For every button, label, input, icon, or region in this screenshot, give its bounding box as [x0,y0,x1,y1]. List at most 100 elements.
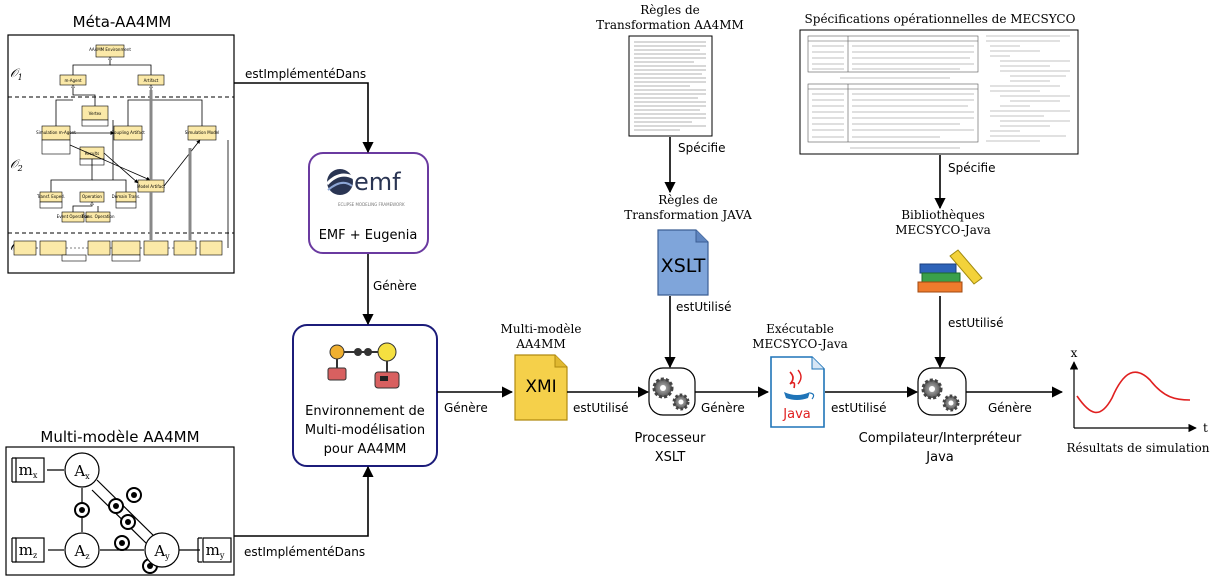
edge-label-xmi-to-proc: estUtilisé [573,401,628,415]
edge-label-emf-to-env: Génère [373,279,417,293]
spec-doc-code-lines [986,35,1070,142]
processor-caption-line2: XSLT [655,450,686,465]
model-mx: mx [11,457,45,483]
environment-label-line3: pour AA4MM [324,442,407,457]
xslt-icon-text: XSLT [661,255,706,277]
svg-text:m-Agent: m-Agent [64,78,82,83]
model-my: my [197,537,232,563]
rules-doc-caption-line1: Règles de [640,3,700,17]
svg-text:Operation: Operation [82,194,102,199]
edge-label-meta-to-emf: estImplémentéDans [245,67,366,81]
java-caption-line1: Exécutable [766,322,834,336]
xmi-icon-text: XMI [525,377,556,397]
svg-text:ECLIPSE MODELING FRAMEWORK: ECLIPSE MODELING FRAMEWORK [338,202,405,207]
xslt-rules: Règles de Transformation JAVA XSLT [624,193,752,296]
java-executable: Exécutable MECSYCO-Java Java [752,322,848,428]
books-icon [917,249,983,293]
xslt-processor: Processeur XSLT [635,367,707,465]
spec-doc-text-lines [812,45,974,149]
edge-label-rules-to-xslt: Spécifie [678,141,726,155]
rules-doc-caption-line2: Transformation AA4MM [596,18,744,32]
results-x-label: t [1203,421,1208,435]
mecsyco-libraries: Bibliothèques MECSYCO-Java [895,208,991,293]
edge-multi-to-env [234,465,374,537]
svg-text:Vertex: Vertex [89,111,102,116]
edge-label-proc-to-java: Génère [701,401,745,415]
multi-model-box: Multi-modèle AA4MM [5,428,235,576]
xmi-file-icon [514,354,568,421]
java-file-icon [770,356,825,428]
environment-label-line2: Multi-modélisation [305,423,425,438]
processor-caption-line1: Processeur [635,431,707,446]
specifications-document: Spécifications opérationnelles de MECSYC… [799,12,1079,155]
meta-relations [50,57,229,248]
edge-label-multi-to-env: estImplémentéDans [244,545,365,559]
edges: estImplémentéDans Génère estImplémentéDa… [234,67,1064,559]
meta-thick-relations [149,90,192,240]
gear-icon [652,377,690,411]
svg-text:Artifact: Artifact [144,78,159,83]
edge-label-java-to-compiler: estUtilisé [831,401,886,415]
environment-box: Environnement de Multi-modélisation pour… [292,324,438,467]
edge-label-env-to-xmi: Génère [444,401,488,415]
svg-text:Trans. Operation: Trans. Operation [80,214,114,219]
xmi-caption-line2: AA4MM [515,337,566,351]
rules-doc-text-lines [634,41,706,131]
xslt-file-icon [657,229,709,296]
svg-text:emf: emf [354,168,401,196]
environment-label-line1: Environnement de [305,404,425,419]
edge-label-libs-to-compiler: estUtilisé [948,316,1003,330]
compiler-caption-line1: Compilateur/Interpréteur [859,431,1022,446]
xslt-caption-line2: Transformation JAVA [624,208,752,222]
coupling-artifact-icons [74,487,158,574]
xmi-caption-line1: Multi-modèle [501,322,582,336]
robot-agents-icon [327,342,400,389]
spec-doc-caption: Spécifications opérationnelles de MECSYC… [805,12,1076,26]
model-mz: mz [11,537,45,563]
emf-logo: emf ECLIPSE MODELING FRAMEWORK [325,168,405,207]
svg-text:Ay: Ay [153,542,170,561]
svg-text:Simulation m-Agent: Simulation m-Agent [36,130,76,135]
simulation-results: x t Résultats de simulation [1067,346,1210,455]
java-caption-line2: MECSYCO-Java [752,337,848,351]
svg-text:Ax: Ax [73,462,90,481]
agent-ax: Ax [64,452,100,488]
agent-az: Az [64,532,100,568]
svg-text:Domain Trans.: Domain Trans. [112,194,141,199]
svg-text:Coupling Artifact: Coupling Artifact [111,130,145,135]
results-y-label: x [1071,346,1078,360]
xslt-caption-line1: Règles de [658,193,718,207]
meta-aa4mm-title: Méta-AA4MM [73,13,172,31]
java-cup-icon [784,369,815,400]
edge-label-xslt-to-proc: estUtilisé [676,300,731,314]
rules-aa4mm-document: Règles de Transformation AA4MM [596,3,744,137]
svg-text:Simulation Model: Simulation Model [185,130,220,135]
meta-aa4mm-box: Méta-AA4MM 𝒪1 𝒪2 𝒪3 [7,13,235,274]
results-caption: Résultats de simulation [1067,441,1210,455]
svg-text:AA4MM Environment: AA4MM Environment [89,47,131,52]
svg-text:Model Artifact: Model Artifact [137,184,165,189]
libs-caption-line1: Bibliothèques [901,208,985,222]
edge-label-compiler-to-results: Génère [988,401,1032,415]
svg-text:mz: mz [19,541,37,560]
meta-class-labels: AA4MM Environment m-Agent Artifact Verte… [36,47,219,219]
svg-text:Results: Results [85,151,99,156]
gear-icon [921,378,960,412]
compiler-caption-line2: Java [925,450,953,465]
svg-text:my: my [206,541,225,560]
svg-text:Event Operation: Event Operation [57,214,90,219]
svg-text:Transf. Exped.: Transf. Exped. [36,194,65,199]
svg-text:mx: mx [19,461,38,480]
edge-meta-to-emf [234,82,374,154]
java-icon-text: Java [782,407,810,422]
results-curve [1076,371,1191,414]
svg-text:Az: Az [73,542,89,561]
spec-doc-tables [807,35,979,143]
multi-model-title: Multi-modèle AA4MM [40,428,199,446]
java-compiler: Compilateur/Interpréteur Java [859,367,1022,465]
edge-label-spec-to-libs: Spécifie [948,161,996,175]
xmi-file: Multi-modèle AA4MM XMI [501,322,582,421]
emf-label: EMF + Eugenia [319,228,418,243]
meta-class-boxes [13,44,223,256]
